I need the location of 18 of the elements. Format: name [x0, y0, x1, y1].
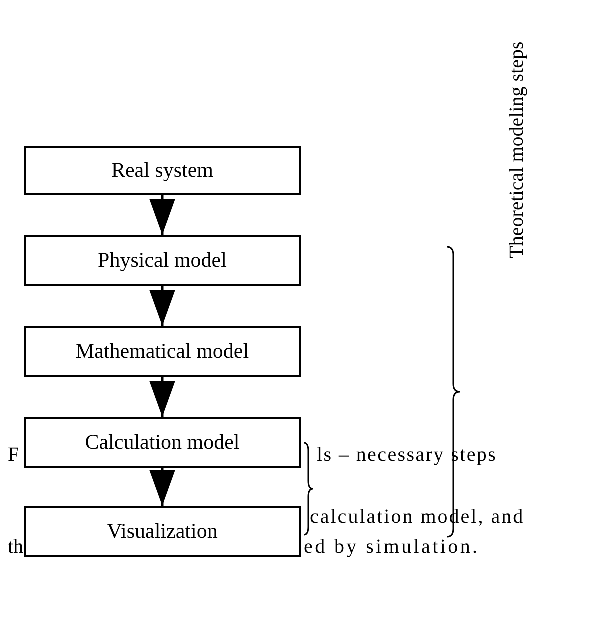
vertical-label: Theoretical modeling steps — [505, 40, 529, 260]
box-label: Calculation model — [85, 430, 240, 455]
process-box — [24, 326, 301, 377]
text-fragment: th — [8, 535, 24, 559]
arrow — [150, 286, 176, 326]
arrow — [150, 468, 176, 506]
box-label: Physical model — [98, 248, 227, 273]
box-label: Visualization — [107, 519, 218, 544]
text-fragment: ed by simulation. — [304, 535, 480, 559]
text-fragment: F — [8, 443, 20, 467]
box-label: Real system — [111, 158, 214, 183]
process-box — [24, 235, 301, 286]
arrow — [150, 195, 176, 235]
arrow — [150, 377, 176, 417]
box-label: Mathematical model — [76, 339, 250, 364]
process-box — [24, 146, 301, 195]
process-box — [24, 506, 301, 557]
process-box — [24, 417, 301, 468]
